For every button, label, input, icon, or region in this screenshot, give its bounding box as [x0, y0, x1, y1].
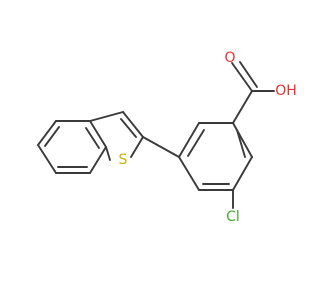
molecule-canvas: O OH S Cl — [37, 50, 297, 225]
bond-acid-ring-1 — [178, 122, 200, 158]
sulfur-label: S — [119, 152, 128, 168]
molecule-structure: O OH S Cl — [37, 50, 297, 225]
bond-carbonyl-1 — [231, 62, 253, 92]
oxygen-carbonyl-label: O — [224, 50, 235, 66]
bond-benzo-inner-2 — [85, 127, 100, 149]
bond-carboxyl — [232, 90, 253, 124]
bond-thiophene-1 — [89, 111, 124, 122]
bond-benzo-1 — [37, 120, 57, 146]
bond-benzo-3 — [89, 120, 107, 148]
chlorine-label: Cl — [226, 209, 240, 225]
hydroxyl-label: OH — [275, 83, 297, 99]
bond-carbonyl-2 — [239, 61, 258, 88]
bond-acid-ring-inner-2 — [236, 129, 246, 158]
bond-acid-ring-6 — [178, 156, 200, 191]
bond-acid-ring-4 — [232, 156, 253, 191]
bond-thiophene-4 — [105, 146, 111, 161]
bond-acid-ring-3 — [232, 122, 253, 158]
bond-link — [142, 136, 180, 158]
bond-thiophene-2 — [122, 111, 144, 138]
bond-benzo-6 — [37, 144, 57, 174]
bond-benzo-4 — [89, 146, 107, 174]
bond-thiophene-3 — [130, 136, 144, 158]
bond-benzo-inner-1 — [44, 126, 60, 147]
bond-thiophene-inner — [120, 118, 137, 138]
bond-acid-ring-inner-1 — [187, 129, 205, 157]
